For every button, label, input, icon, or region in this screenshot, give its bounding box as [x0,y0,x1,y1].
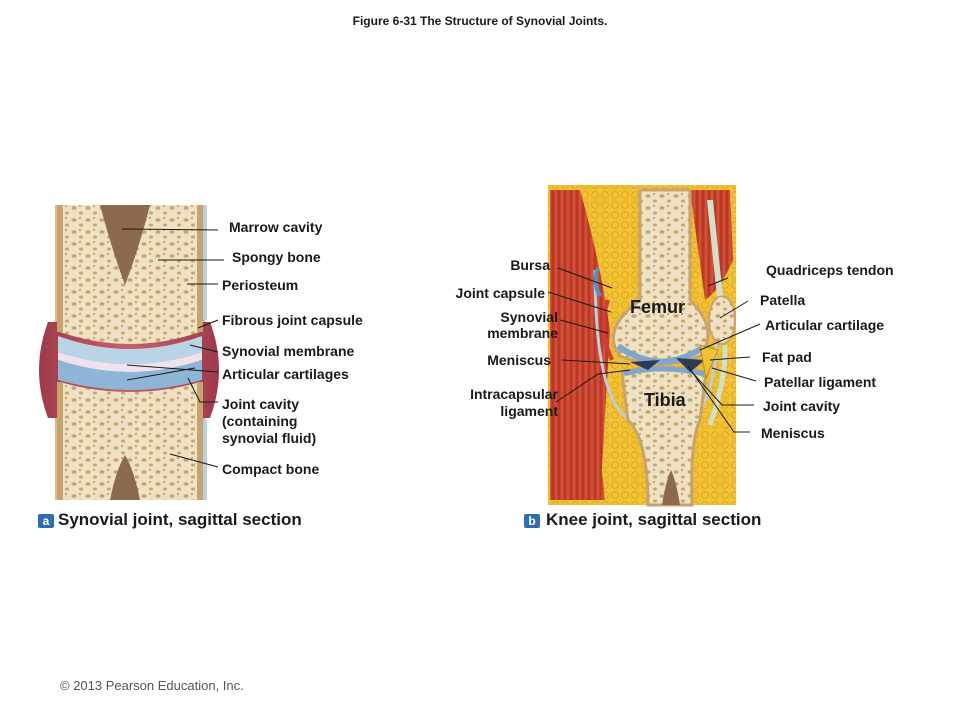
label-tibia: Tibia [644,390,686,410]
panel-b-caption: Knee joint, sagittal section [546,510,762,529]
panel-b-badge: b [524,514,540,528]
label-marrow-cavity: Marrow cavity [229,219,323,235]
label-intracapsular-line1: Intracapsular [470,386,558,402]
label-fibrous-joint-capsule: Fibrous joint capsule [222,312,363,328]
label-articular-cartilage: Articular cartilage [765,317,885,333]
label-joint-cavity-line3: synovial fluid) [222,430,317,446]
label-joint-cavity-line2: (containing [222,413,298,429]
label-intracapsular-line2: ligament [500,403,558,419]
label-synovial-membrane: Synovial membrane [222,343,355,359]
label-joint-cavity: Joint cavity [763,398,841,414]
label-joint-capsule: Joint capsule [455,285,545,301]
label-meniscus-left: Meniscus [487,352,551,368]
figure-title: Figure 6-31 The Structure of Synovial Jo… [352,14,608,28]
panel-b-leader-lines [547,267,761,433]
label-spongy-bone: Spongy bone [232,249,321,265]
label-femur: Femur [630,297,686,317]
label-joint-cavity-line1: Joint cavity [222,396,300,412]
label-synovial-membrane-line1: Synovial [500,309,558,325]
panel-a-caption: Synovial joint, sagittal section [58,510,302,529]
label-meniscus-right: Meniscus [761,425,825,441]
panel-a-badge: a [38,514,54,528]
label-periosteum: Periosteum [222,277,299,293]
label-synovial-membrane-line2: membrane [487,325,558,341]
label-quadriceps-tendon: Quadriceps tendon [766,262,894,278]
label-patella: Patella [760,292,806,308]
label-bursa: Bursa [510,257,550,273]
label-fat-pad: Fat pad [762,349,812,365]
copyright-notice: © 2013 Pearson Education, Inc. [60,678,244,693]
panel-a-leader-lines [121,228,224,468]
label-compact-bone: Compact bone [222,461,320,477]
label-patellar-ligament: Patellar ligament [764,374,877,390]
label-articular-cartilages: Articular cartilages [222,366,349,382]
synovial-joint-drawing [39,205,219,500]
knee-joint-drawing [548,185,736,507]
